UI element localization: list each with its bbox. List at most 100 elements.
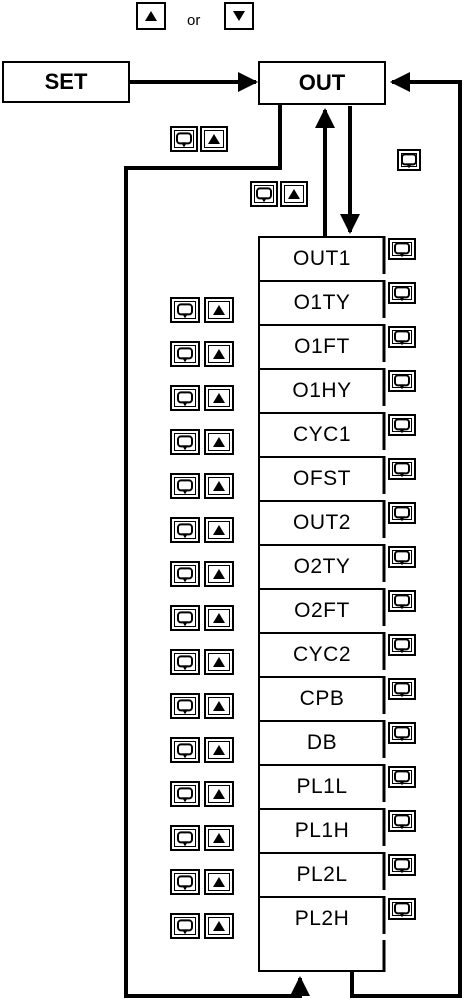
- row-scroll-key[interactable]: [388, 414, 416, 436]
- row-up-key[interactable]: [204, 561, 234, 587]
- param-pl2l[interactable]: PL2L: [260, 854, 384, 898]
- scroll-key[interactable]: [397, 149, 421, 171]
- scroll-icon: [256, 187, 272, 203]
- set-box: SET: [2, 61, 130, 103]
- row-scroll-key[interactable]: [388, 502, 416, 524]
- row-up-key[interactable]: [204, 913, 234, 939]
- scroll-icon: [394, 286, 410, 302]
- scroll-icon: [177, 391, 193, 407]
- row-up-key[interactable]: [204, 473, 234, 499]
- up-arrow-icon: [213, 921, 225, 931]
- row-up-key[interactable]: [204, 341, 234, 367]
- scroll-icon: [177, 567, 193, 583]
- scroll-icon: [394, 418, 410, 434]
- row-up-key[interactable]: [204, 649, 234, 675]
- row-scroll-key[interactable]: [388, 898, 416, 920]
- row-scroll-key[interactable]: [388, 810, 416, 832]
- scroll-icon: [394, 726, 410, 742]
- row-scroll-key[interactable]: [170, 385, 200, 411]
- scroll-icon: [177, 699, 193, 715]
- row-scroll-key[interactable]: [388, 590, 416, 612]
- row-scroll-key[interactable]: [170, 297, 200, 323]
- scroll-icon: [394, 462, 410, 478]
- row-scroll-key[interactable]: [170, 913, 200, 939]
- scroll-key[interactable]: [170, 126, 198, 152]
- row-up-key[interactable]: [204, 825, 234, 851]
- param-cyc1[interactable]: CYC1: [260, 414, 384, 458]
- row-scroll-key[interactable]: [388, 678, 416, 700]
- row-up-key[interactable]: [204, 737, 234, 763]
- row-up-key[interactable]: [204, 781, 234, 807]
- row-up-key[interactable]: [204, 429, 234, 455]
- param-o2ft[interactable]: O2FT: [260, 590, 384, 634]
- row-scroll-key[interactable]: [388, 238, 416, 260]
- up-arrow-icon: [213, 481, 225, 491]
- row-scroll-key[interactable]: [170, 429, 200, 455]
- param-pl2h[interactable]: PL2H: [294, 907, 350, 930]
- param-out1[interactable]: OUT1: [260, 238, 384, 282]
- row-up-key[interactable]: [204, 605, 234, 631]
- row-scroll-key[interactable]: [170, 649, 200, 675]
- row-scroll-key[interactable]: [170, 341, 200, 367]
- scroll-icon: [177, 611, 193, 627]
- param-pl1h[interactable]: PL1H: [260, 810, 384, 854]
- up-arrow-icon: [145, 11, 157, 21]
- param-o1ft[interactable]: O1FT: [260, 326, 384, 370]
- row-scroll-key[interactable]: [170, 737, 200, 763]
- scroll-key[interactable]: [250, 181, 278, 207]
- scroll-icon: [177, 435, 193, 451]
- row-scroll-key[interactable]: [170, 473, 200, 499]
- row-scroll-key[interactable]: [170, 605, 200, 631]
- row-up-key[interactable]: [204, 297, 234, 323]
- row-scroll-key[interactable]: [170, 869, 200, 895]
- param-cyc2[interactable]: CYC2: [260, 634, 384, 678]
- scroll-icon: [394, 242, 410, 258]
- row-scroll-key[interactable]: [388, 370, 416, 392]
- row-scroll-key[interactable]: [388, 634, 416, 656]
- header-down-key[interactable]: [224, 2, 254, 30]
- up-arrow-icon: [213, 437, 225, 447]
- row-up-key[interactable]: [204, 693, 234, 719]
- scroll-icon: [177, 743, 193, 759]
- param-pl1l[interactable]: PL1L: [260, 766, 384, 810]
- row-scroll-key[interactable]: [170, 561, 200, 587]
- up-arrow-icon: [213, 613, 225, 623]
- row-scroll-key[interactable]: [388, 766, 416, 788]
- row-scroll-key[interactable]: [170, 825, 200, 851]
- param-cpb[interactable]: CPB: [260, 678, 384, 722]
- header-up-key[interactable]: [136, 2, 166, 30]
- up-arrow-icon: [213, 525, 225, 535]
- up-arrow-icon: [213, 349, 225, 359]
- scroll-icon: [394, 682, 410, 698]
- row-up-key[interactable]: [204, 517, 234, 543]
- row-up-key[interactable]: [204, 869, 234, 895]
- row-scroll-key[interactable]: [170, 781, 200, 807]
- up-arrow-icon: [288, 189, 300, 199]
- row-scroll-key[interactable]: [170, 517, 200, 543]
- row-scroll-key[interactable]: [388, 326, 416, 348]
- row-scroll-key[interactable]: [388, 282, 416, 304]
- scroll-icon: [394, 814, 410, 830]
- scroll-icon: [177, 523, 193, 539]
- param-o1hy[interactable]: O1HY: [260, 370, 384, 414]
- param-o2ty[interactable]: O2TY: [260, 546, 384, 590]
- row-scroll-key[interactable]: [388, 854, 416, 876]
- row-scroll-key[interactable]: [388, 722, 416, 744]
- row-scroll-key[interactable]: [388, 546, 416, 568]
- up-key[interactable]: [280, 181, 308, 207]
- row-scroll-key[interactable]: [388, 458, 416, 480]
- param-out2[interactable]: OUT2: [260, 502, 384, 546]
- out-label: OUT: [298, 70, 346, 95]
- scroll-icon: [394, 770, 410, 786]
- out-box: OUT: [258, 61, 386, 105]
- param-db[interactable]: DB: [260, 722, 384, 766]
- param-o1ty[interactable]: O1TY: [260, 282, 384, 326]
- scroll-icon: [394, 858, 410, 874]
- scroll-icon: [177, 831, 193, 847]
- row-scroll-key[interactable]: [170, 693, 200, 719]
- scroll-icon: [177, 479, 193, 495]
- scroll-icon: [177, 875, 193, 891]
- row-up-key[interactable]: [204, 385, 234, 411]
- param-ofst[interactable]: OFST: [260, 458, 384, 502]
- up-key[interactable]: [200, 126, 228, 152]
